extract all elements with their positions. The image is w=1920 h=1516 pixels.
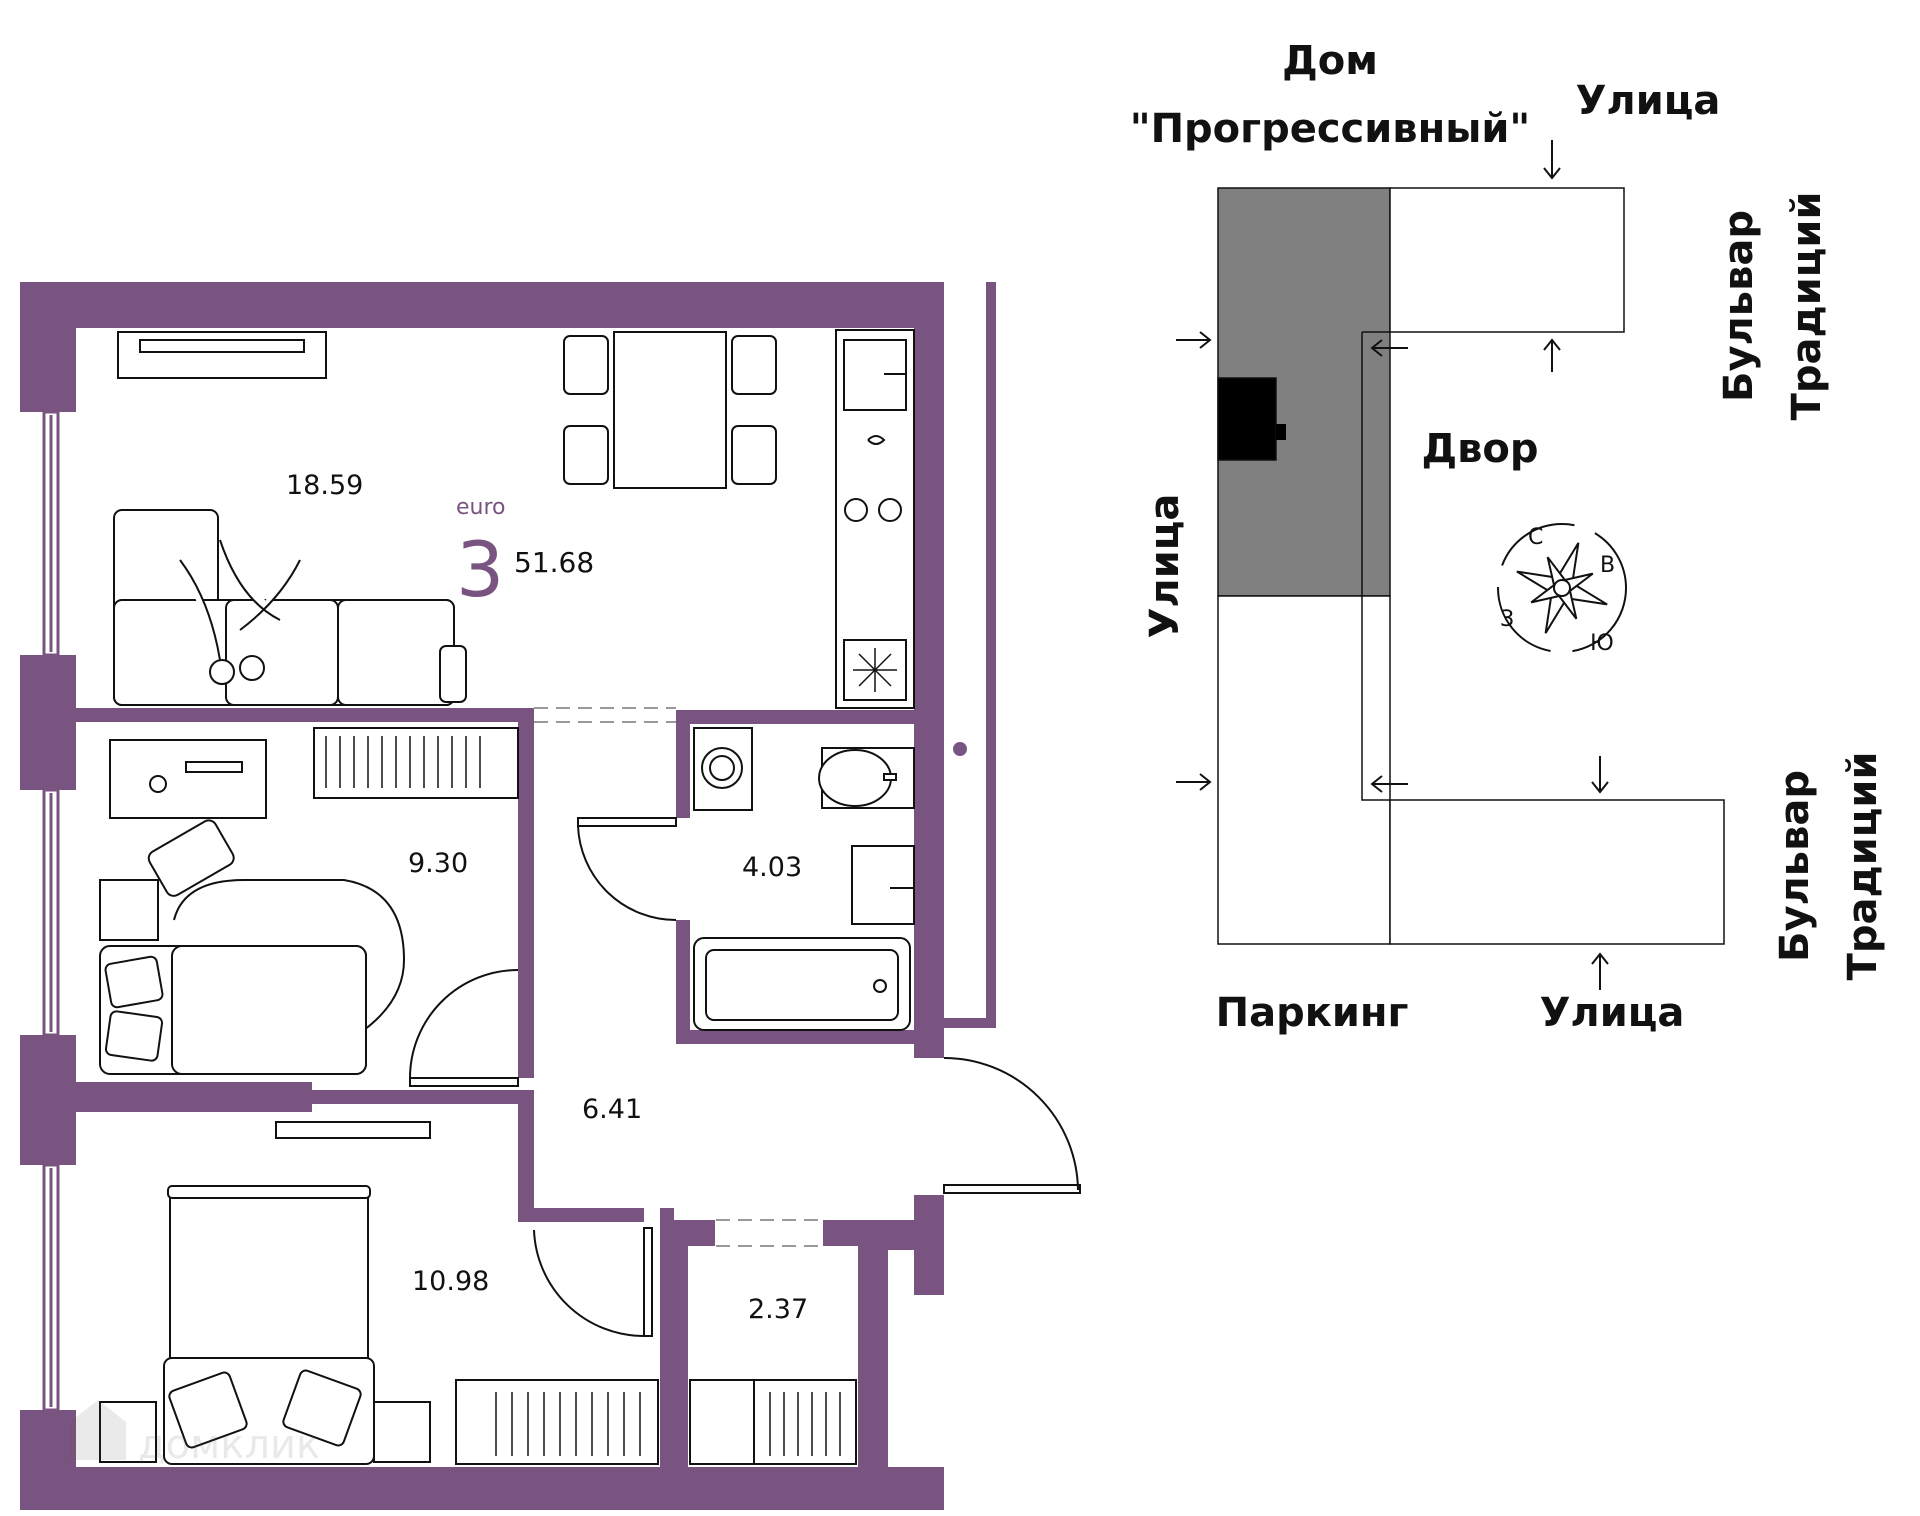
area-bedroom-small: 9.30 [408,848,468,879]
arrow-top-courtyard [1543,338,1561,372]
wall-top [20,282,944,328]
bed-large-icon [163,1185,375,1465]
apartment-type-small: euro [456,495,506,520]
area-hallway: 6.41 [582,1094,642,1125]
wall-bath-notch [676,818,690,920]
site-plan: С В Ю З Дом "Прогрессивный" Улица Двор П… [1130,38,1886,1036]
doors [409,817,1081,1337]
tv-bedroom-icon [275,1121,431,1139]
toilet-icon [818,747,915,809]
sofa-icon [113,509,467,706]
building-top-wing [1389,187,1625,333]
desk-icon [109,739,267,897]
nightstand-right-icon [373,1401,431,1463]
arrow-courtyard-top [1370,339,1408,357]
balcony-bottom [944,1018,996,1028]
compass-east: В [1600,553,1615,578]
wardrobe-small-icon [313,727,519,799]
wall-right-upper [914,282,944,1057]
arrow-left-top [1176,331,1212,349]
street-bottom-label: Улица [1540,990,1685,1036]
dining-table-icon [563,331,777,489]
boulevard-bottom-line1: Бульвар [1772,770,1818,962]
site-arrows [1176,140,1609,990]
area-storage: 2.37 [748,1294,808,1325]
parking-label: Паркинг [1216,990,1409,1036]
wall-bottom-right-jamb [858,1220,888,1510]
total-area: 51.68 [514,546,594,579]
arrow-bottom-street [1591,952,1609,990]
building-name-line2: "Прогрессивный" [1130,106,1531,152]
courtyard-label: Двор [1421,426,1538,472]
balcony [944,282,996,1028]
furniture [99,329,915,1465]
arrow-left-bottom [1176,773,1212,791]
area-bedroom-large: 10.98 [412,1266,489,1297]
washing-machine-icon [693,727,753,811]
balcony-handle [953,742,967,756]
tv-living-icon [117,331,327,379]
watermark-house-icon [70,1400,126,1460]
watermark: домклик [70,1400,320,1468]
compass-west: З [1500,607,1514,632]
doorway-gaps [534,708,822,1246]
building-left-lower [1217,595,1391,945]
compass-rose-icon: С В Ю З [1497,523,1627,656]
wall-left-pier-2 [20,1035,76,1165]
street-left-label: Улица [1142,494,1188,639]
street-top-label: Улица [1576,78,1721,124]
apartment-plan: 18.59 9.30 4.03 6.41 10.98 2.37 euro 3 5… [20,282,1081,1510]
interior-walls-top [76,708,944,1470]
arrow-top-street [1543,140,1561,180]
windows [42,410,60,1412]
site-labels: Дом "Прогрессивный" Улица Двор Паркинг У… [1130,38,1886,1036]
wall-bottom [20,1467,944,1510]
apartment-type-badge: euro 3 51.68 [456,495,594,614]
wardrobe-large-icon [455,1379,659,1465]
watermark-text: домклик [138,1422,320,1468]
exterior-walls [20,282,944,1510]
arrow-bottom-wing-top [1591,756,1609,794]
apartment-rooms-number: 3 [456,525,504,614]
site-buildings [1217,187,1725,945]
nightstand-left-icon [99,1401,157,1463]
kitchen-counter-icon [835,329,915,709]
wall-storage-top-right [823,1220,858,1246]
door-entrance [943,1057,1081,1194]
room-labels: 18.59 9.30 4.03 6.41 10.98 2.37 [286,470,808,1325]
bed-small-icon [99,879,406,1075]
door-bedroom-large [533,1227,653,1337]
bathtub-icon [693,937,911,1031]
nightstand-small-icon [99,879,159,941]
area-bathroom: 4.03 [742,852,802,883]
boulevard-top-line1: Бульвар [1716,210,1762,402]
building-bottom-wing [1389,799,1725,945]
door-bathroom [577,817,677,922]
storage-shelf-icon [689,1379,857,1465]
arrow-courtyard-bottom [1370,775,1408,793]
compass-north: С [1528,525,1543,550]
area-living-kitchen: 18.59 [286,470,363,501]
building-name-line1: Дом [1282,38,1378,84]
wall-left-upper [20,282,76,412]
entrance-block [1217,377,1277,461]
balcony-rail [986,282,996,1027]
door-bedroom-small [409,969,519,1087]
sink-icon [851,845,915,925]
boulevard-bottom-line2: Традиций [1840,752,1886,981]
wall-left-pier-1 [20,655,76,790]
boulevard-top-line2: Традиций [1784,192,1830,421]
door-thresholds [534,707,822,1247]
compass-south: Ю [1590,631,1614,656]
